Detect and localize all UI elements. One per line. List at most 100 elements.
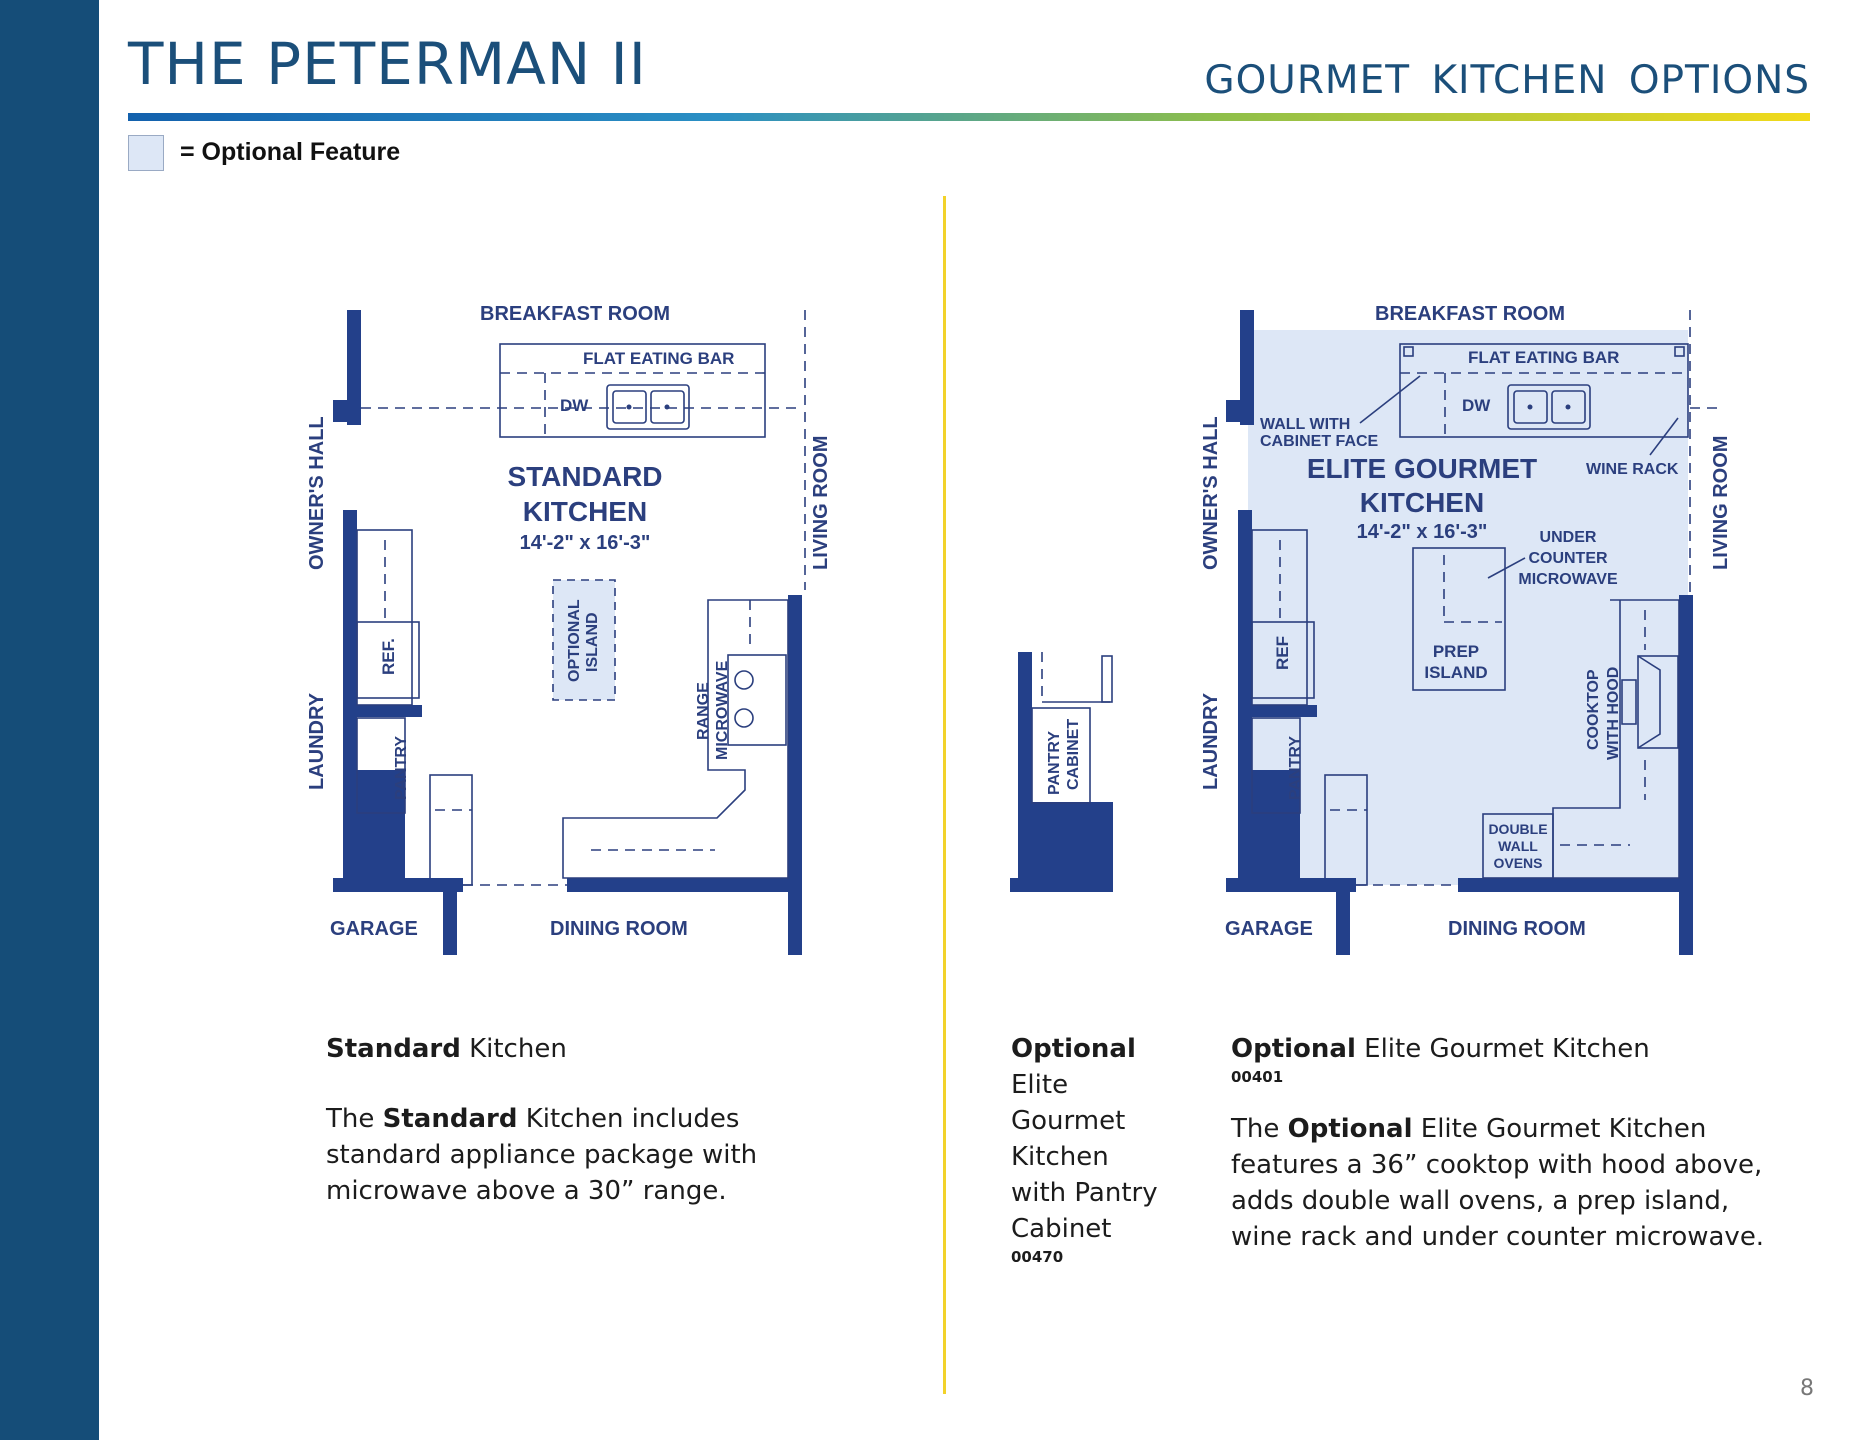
pantry-cabinet-line1: PANTRY: [1046, 731, 1063, 795]
pantry: [356, 717, 406, 814]
elite-caption-body: The Optional Elite Gourmet Kitchen featu…: [1231, 1114, 1765, 1252]
wall-segment: [1238, 770, 1300, 885]
flat-eating-bar: [499, 343, 766, 438]
standard-caption: Standard Kitchen The Standard Kitchen in…: [326, 1031, 846, 1209]
prep-label: PREP: [1433, 642, 1479, 661]
wall-segment: [788, 595, 802, 955]
cooktop: [1637, 655, 1679, 749]
ref-label: REF: [1273, 636, 1292, 670]
wall-with-label: WALL WITH: [1260, 416, 1350, 433]
column-divider: [943, 196, 946, 1394]
cabinet: [1251, 529, 1308, 706]
cabinet: [429, 774, 473, 886]
wall-segment: [347, 310, 361, 425]
flat-eating-bar-label: FLAT EATING BAR: [583, 349, 734, 368]
counter: [562, 599, 789, 879]
breakfast-room-label: BREAKFAST ROOM: [1375, 303, 1565, 325]
living-room-label: LIVING ROOM: [1710, 436, 1732, 570]
pantry-label: PANTRY: [1287, 736, 1304, 800]
elite-kitchen-plan: BREAKFAST ROOM FLAT EATING BAR DW WALL W…: [1190, 300, 1750, 960]
breakfast-room-label: BREAKFAST ROOM: [480, 303, 670, 325]
flat-eating-bar-label: FLAT EATING BAR: [1468, 348, 1619, 367]
flat-eating-bar: [1399, 343, 1689, 438]
header-gradient-rule: [128, 113, 1810, 121]
dw-label: DW: [560, 396, 589, 415]
double-label: DOUBLE: [1488, 821, 1547, 837]
optional-area-shading: [1248, 330, 1688, 885]
wall-segment: [1336, 890, 1350, 955]
pantry-cabinet-line2: CABINET: [1065, 719, 1082, 790]
refrigerator: [1251, 621, 1315, 699]
wall-segment: [1226, 400, 1254, 422]
wall-segment: [1240, 310, 1254, 425]
pantry-label: PANTRY: [393, 736, 410, 800]
with-hood-label: WITH HOOD: [1605, 667, 1622, 760]
cooktop-label: COOKTOP: [1585, 669, 1602, 750]
wall-segment: [1458, 878, 1693, 892]
refrigerator: [356, 621, 420, 699]
wall-segment: [443, 890, 457, 955]
wall-segment: [1226, 878, 1356, 892]
range: [727, 654, 787, 746]
laundry-label: LAUNDRY: [1200, 692, 1222, 790]
room-dimensions: 14'-2" x 16'-3": [520, 532, 651, 554]
sink: [606, 384, 690, 430]
ref-label: REF.: [379, 638, 398, 675]
standard-caption-title: Standard Kitchen: [326, 1034, 567, 1064]
room-name-line1: ELITE GOURMET: [1307, 453, 1537, 484]
legend-label: = Optional Feature: [180, 138, 401, 166]
dining-room-label: DINING ROOM: [550, 918, 688, 940]
room-dimensions: 14'-2" x 16'-3": [1357, 521, 1488, 543]
standard-kitchen-plan: BREAKFAST ROOM FLAT EATING BAR DW OWNER'…: [295, 300, 855, 960]
wall-segment: [1010, 878, 1113, 892]
living-room-label: LIVING ROOM: [810, 436, 832, 570]
garage-label: GARAGE: [1225, 918, 1313, 940]
wall-segment: [567, 878, 795, 892]
page-subtitle: GOURMET KITCHEN OPTIONS: [1204, 58, 1810, 103]
wall-segment: [333, 878, 463, 892]
wall-segment: [357, 705, 422, 717]
optional-island-line2: ISLAND: [584, 612, 601, 672]
owners-hall-label: OWNER'S HALL: [306, 416, 328, 570]
ovens-label: OVENS: [1493, 855, 1542, 871]
page-title: THE PETERMAN II: [128, 30, 647, 98]
pantry: [1251, 717, 1301, 814]
owners-hall-label: OWNER'S HALL: [1200, 416, 1222, 570]
room-name-line2: KITCHEN: [1360, 487, 1484, 518]
sink: [1507, 384, 1591, 430]
cabinet-face-label: CABINET FACE: [1260, 433, 1379, 450]
island-label: ISLAND: [1424, 663, 1487, 682]
prep-island: [1412, 547, 1506, 691]
wine-rack-label: WINE RACK: [1586, 461, 1679, 478]
sidebar-band: [0, 0, 99, 1440]
room-name-line2: KITCHEN: [523, 496, 647, 527]
wall-segment: [1679, 595, 1693, 955]
pantry-cabinet-plan: PANTRY CABINET: [1000, 640, 1130, 900]
laundry-label: LAUNDRY: [306, 692, 328, 790]
garage-label: GARAGE: [330, 918, 418, 940]
elite-caption: Optional Elite Gourmet Kitchen 00401 The…: [1231, 1031, 1791, 1255]
microwave-label: MICROWAVE: [714, 660, 731, 760]
dw-label: DW: [1462, 396, 1491, 415]
dining-room-label: DINING ROOM: [1448, 918, 1586, 940]
wall-segment: [1018, 802, 1113, 892]
pantry-option-code: 00470: [1011, 1248, 1064, 1266]
under-label: UNDER: [1540, 529, 1597, 546]
legend-swatch: [128, 135, 164, 171]
elite-option-code: 00401: [1231, 1068, 1284, 1086]
elite-caption-title: Optional Elite Gourmet Kitchen: [1231, 1034, 1650, 1064]
wall-segment: [1252, 705, 1317, 717]
wall-label: WALL: [1498, 838, 1538, 854]
room-name-line1: STANDARD: [507, 461, 662, 492]
optional-island-line1: OPTIONAL: [566, 599, 583, 682]
standard-caption-body: The Standard Kitchen includes standard a…: [326, 1104, 758, 1206]
cabinet: [356, 529, 413, 706]
microwave-label: MICROWAVE: [1518, 571, 1618, 588]
pantry-cabinet: [1031, 707, 1091, 804]
wall-segment: [343, 770, 405, 885]
page-number: 8: [1800, 1376, 1814, 1401]
counter-label: COUNTER: [1528, 550, 1608, 567]
range-label: RANGE: [695, 682, 712, 740]
